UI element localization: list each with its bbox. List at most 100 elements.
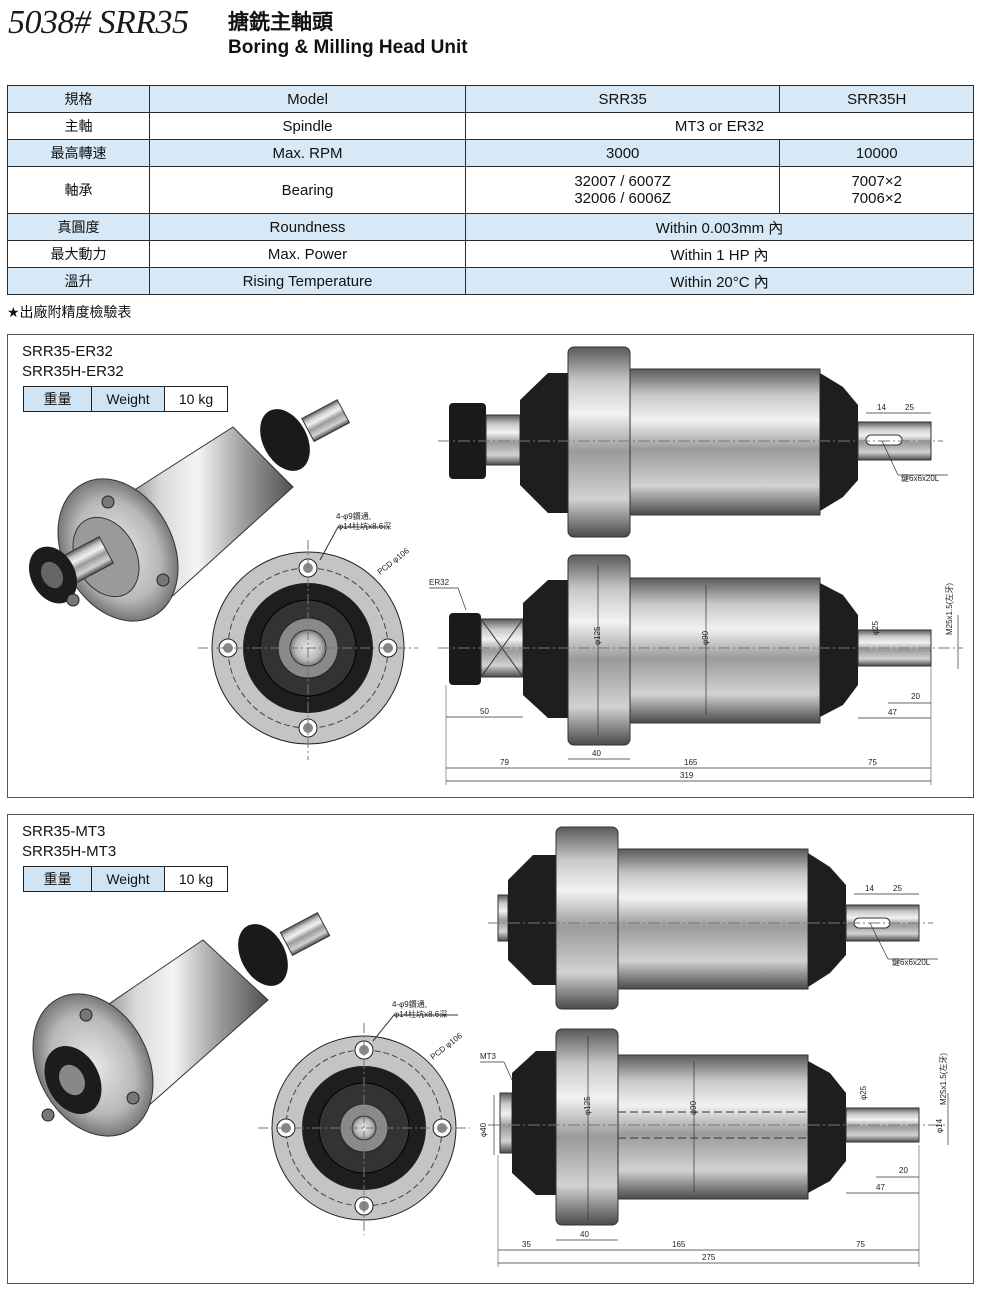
inspection-note: ★出廠附精度檢驗表 <box>7 305 132 321</box>
holes-label: φ14柱坑x8.6深 <box>394 1009 447 1019</box>
dim-25: 25 <box>905 403 914 412</box>
dim-40: 40 <box>592 749 601 758</box>
weight-table: 重量 Weight 10 kg <box>23 866 228 892</box>
bearing-line-1: 32007 / 6007Z <box>574 173 672 190</box>
cell-zh: 真圓度 <box>7 213 150 241</box>
holes-label: 4-φ9鑽通, <box>392 999 427 1009</box>
cell-zh: 規格 <box>7 85 150 113</box>
cell-zh: 最高轉速 <box>7 139 150 167</box>
side-view-bottom: MT3 φ40 φ125 φ90 φ25 φ14 M25x1.5(左牙) 40 … <box>479 1028 949 1267</box>
dim-165: 165 <box>672 1240 686 1249</box>
dim-35: 35 <box>522 1240 531 1249</box>
dim-50: 50 <box>480 707 489 716</box>
dia-40: φ40 <box>479 1122 488 1137</box>
dia-25: φ25 <box>871 620 880 635</box>
cell-srr35: SRR35 <box>464 85 781 113</box>
dim-165: 165 <box>684 758 698 767</box>
table-row: 最高轉速 Max. RPM 3000 10000 <box>7 139 974 167</box>
cell-both: Within 0.003mm 內 <box>465 213 974 241</box>
cell-both: Within 20°C 內 <box>465 267 974 295</box>
panel-mt3: 4-φ9鑽通, φ14柱坑x8.6深 PCD φ106 14 25 鍵6x6x2… <box>7 814 974 1284</box>
holes-label: φ14柱坑x8.6深 <box>338 521 391 531</box>
weight-label-en: Weight <box>91 866 165 892</box>
dim-47: 47 <box>888 708 897 717</box>
dim-275: 275 <box>702 1253 716 1262</box>
cell-both: Within 1 HP 內 <box>465 240 974 268</box>
dim-79: 79 <box>500 758 509 767</box>
bearing-line-2: 7006×2 <box>851 190 902 207</box>
er32-drawing: 4-φ9鑽通, φ14柱坑x8.6深 PCD φ106 14 25 鍵6x6x2… <box>29 346 963 785</box>
bearing-line-2: 32006 / 6006Z <box>574 190 672 207</box>
panel-er32: 4-φ9鑽通, φ14柱坑x8.6深 PCD φ106 14 25 鍵6x6x2… <box>7 334 974 798</box>
cell-zh: 軸承 <box>7 166 150 214</box>
spec-table: 規格 Model SRR35 SRR35H 主軸 Spindle MT3 or … <box>7 85 974 295</box>
cell-zh: 最大動力 <box>7 240 150 268</box>
iso-view <box>29 399 351 622</box>
dim-20: 20 <box>911 692 920 701</box>
dim-47: 47 <box>876 1183 885 1192</box>
title-chinese: 搪銑主軸頭 <box>228 10 333 34</box>
side-view-bottom: ER32 φ125 φ90 φ25 M25x1.5(左牙) 50 40 79 1… <box>429 554 963 785</box>
dia-90: φ90 <box>689 1100 698 1115</box>
thread-label: M25x1.5(左牙) <box>938 1053 948 1105</box>
thread-label: M25x1.5(左牙) <box>944 583 954 635</box>
tool-label: MT3 <box>480 1052 497 1061</box>
model-name: SRR35-ER32 <box>22 343 113 360</box>
weight-value: 10 kg <box>164 866 228 892</box>
dim-14: 14 <box>877 403 886 412</box>
cell-srr35h: 10000 <box>779 139 974 167</box>
model-name: SRR35H-ER32 <box>22 363 124 380</box>
weight-table: 重量 Weight 10 kg <box>23 386 228 412</box>
dia-14: φ14 <box>935 1118 944 1133</box>
dia-90: φ90 <box>701 630 710 645</box>
dim-20: 20 <box>899 1166 908 1175</box>
cell-en: Bearing <box>149 166 466 214</box>
dia-125: φ125 <box>583 1096 592 1115</box>
front-face-view: 4-φ9鑽通, φ14柱坑x8.6深 PCD φ106 <box>258 999 470 1235</box>
cell-both: MT3 or ER32 <box>465 112 974 140</box>
dim-25: 25 <box>893 884 902 893</box>
pcd-label: PCD φ106 <box>376 546 412 577</box>
mt3-drawing: 4-φ9鑽通, φ14柱坑x8.6深 PCD φ106 14 25 鍵6x6x2… <box>32 826 949 1267</box>
table-row: 規格 Model SRR35 SRR35H <box>7 85 974 113</box>
table-row: 溫升 Rising Temperature Within 20°C 內 <box>7 267 974 295</box>
key-label: 鍵6x6x20L <box>892 957 931 967</box>
dim-14: 14 <box>865 884 874 893</box>
cell-srr35h: SRR35H <box>779 85 974 113</box>
iso-view <box>32 912 331 1137</box>
cell-en: Max. Power <box>149 240 466 268</box>
weight-label-en: Weight <box>91 386 165 412</box>
side-view-top: 14 25 鍵6x6x20L <box>438 346 948 538</box>
cell-en: Rising Temperature <box>149 267 466 295</box>
bearing-line-1: 7007×2 <box>851 173 902 190</box>
dim-75: 75 <box>868 758 877 767</box>
dia-125: φ125 <box>593 626 602 645</box>
cell-en: Max. RPM <box>149 139 466 167</box>
table-row: 真圓度 Roundness Within 0.003mm 內 <box>7 213 974 241</box>
cell-srr35: 3000 <box>464 139 781 167</box>
holes-label: 4-φ9鑽通, <box>336 511 371 521</box>
model-name: SRR35-MT3 <box>22 823 106 840</box>
panel-model-names: SRR35-ER32 SRR35H-ER32 <box>22 342 124 382</box>
key-label: 鍵6x6x20L <box>901 473 940 483</box>
cell-zh: 溫升 <box>7 267 150 295</box>
pcd-label: PCD φ106 <box>429 1031 465 1062</box>
dia-25: φ25 <box>859 1085 868 1100</box>
cell-en: Model <box>149 85 466 113</box>
title-english: Boring & Milling Head Unit <box>228 37 468 58</box>
dim-319: 319 <box>680 771 694 780</box>
weight-value: 10 kg <box>164 386 228 412</box>
model-code: 5038# SRR35 <box>8 4 189 41</box>
cell-en: Roundness <box>149 213 466 241</box>
cell-en: Spindle <box>149 112 466 140</box>
dim-40: 40 <box>580 1230 589 1239</box>
table-row: 主軸 Spindle MT3 or ER32 <box>7 112 974 140</box>
cell-zh: 主軸 <box>7 112 150 140</box>
weight-label-zh: 重量 <box>23 866 92 892</box>
dim-75: 75 <box>856 1240 865 1249</box>
tool-label: ER32 <box>429 578 450 587</box>
table-row: 最大動力 Max. Power Within 1 HP 內 <box>7 240 974 268</box>
